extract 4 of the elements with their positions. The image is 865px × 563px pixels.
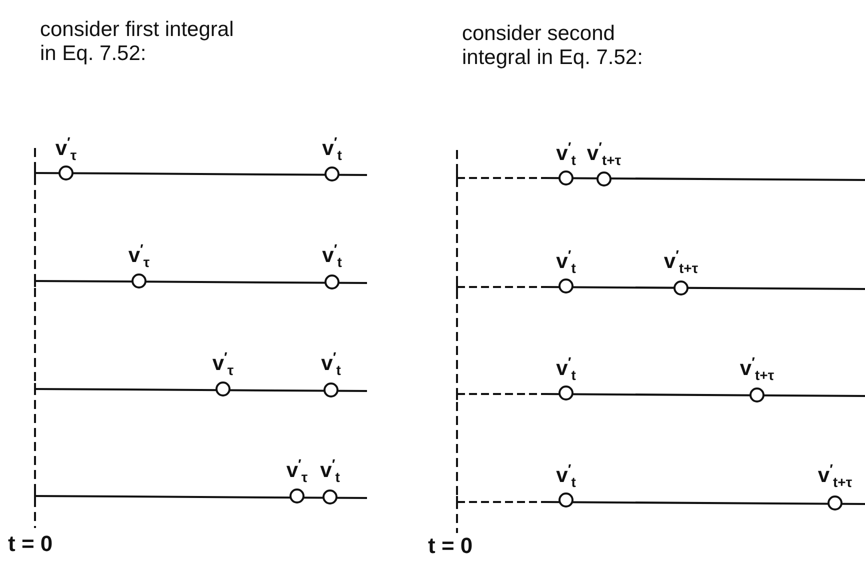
axis-label: t = 0 <box>8 532 53 556</box>
panel-heading: consider second integral in Eq. 7.52: <box>462 22 644 70</box>
panel-heading: consider first integral in Eq. 7.52: <box>40 18 235 66</box>
axis-label: t = 0 <box>428 534 473 558</box>
